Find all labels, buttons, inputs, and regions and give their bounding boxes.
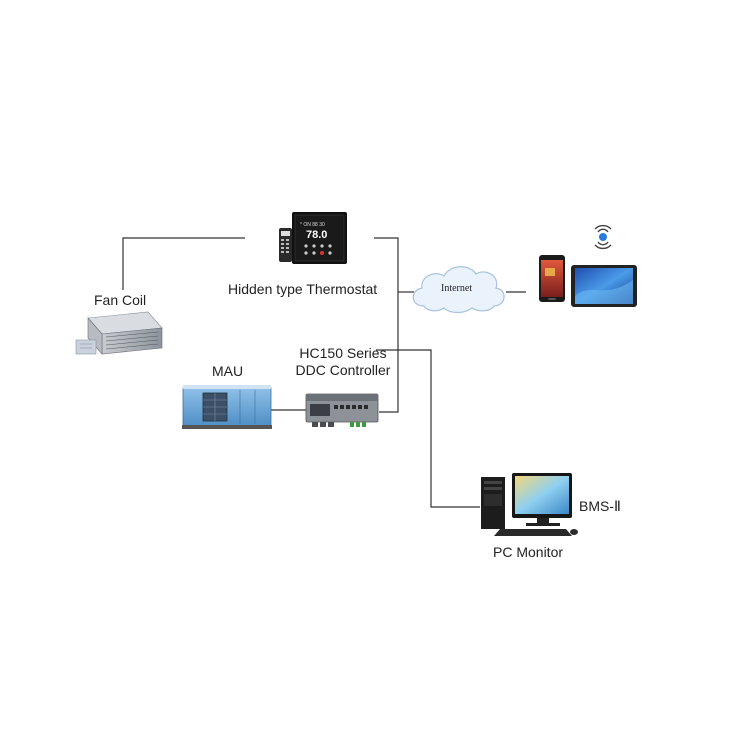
pc-monitor-label: PC Monitor — [493, 544, 564, 560]
fan-coil-icon — [75, 311, 163, 355]
wireless-signal-icon — [594, 224, 612, 250]
thermostat-label: Hidden type Thermostat — [228, 281, 378, 297]
fan-coil-label: Fan Coil — [94, 292, 147, 308]
bms-software-label: BMS-Ⅱ — [579, 498, 621, 514]
internet-label: Internet — [441, 283, 473, 294]
pc-computer-icon — [481, 473, 578, 536]
svg-text:° ON 88 30: ° ON 88 30 — [300, 222, 325, 228]
smartphone-icon — [539, 255, 565, 302]
tablet-icon — [571, 265, 637, 307]
mau-icon — [182, 385, 272, 429]
internet-cloud-icon — [412, 266, 505, 314]
ddc-controller-icon — [305, 393, 379, 427]
line-thermostat-fancoil — [122, 237, 245, 290]
mau-label: MAU — [212, 363, 244, 379]
line-bus-pc — [376, 349, 480, 508]
connection-lines — [122, 237, 526, 508]
svg-text:78.0: 78.0 — [306, 229, 327, 241]
thermostat-icon: ° ON 88 30 78.0 — [279, 212, 347, 264]
line-thermostat-bus — [374, 237, 399, 413]
ddc-controller-label-line2: DDC Controller — [295, 362, 391, 378]
ddc-controller-label-line1: HC150 Series — [299, 345, 387, 361]
